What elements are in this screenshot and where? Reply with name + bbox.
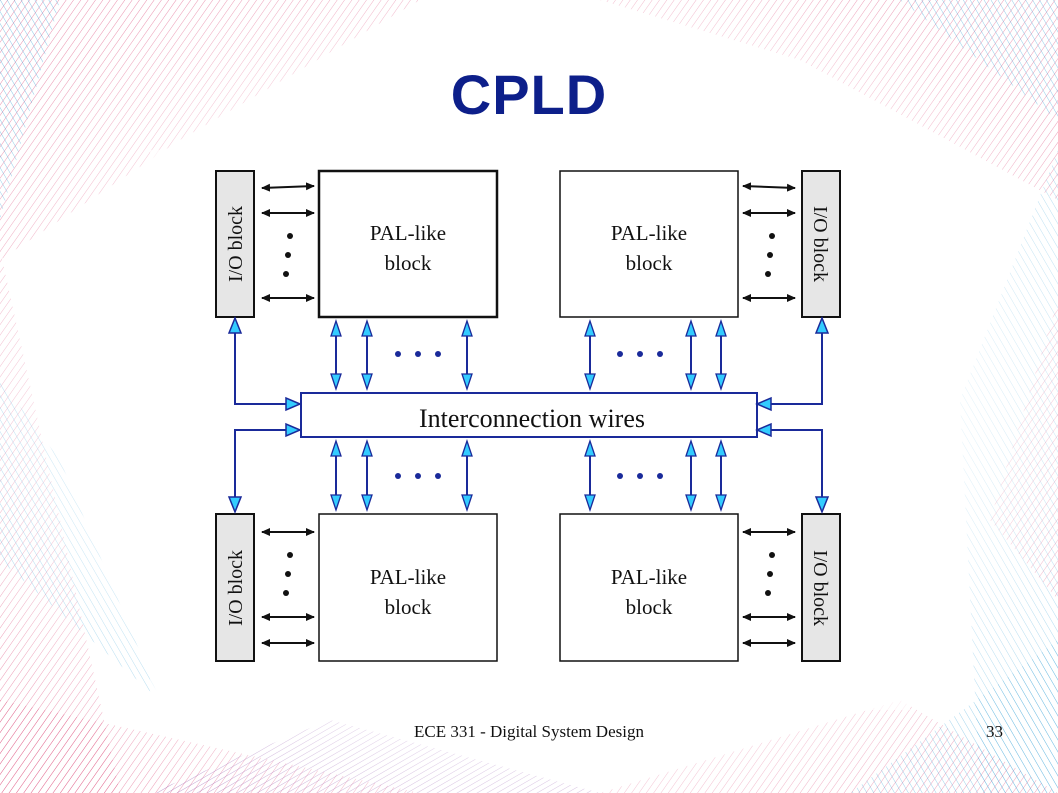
io-block-label: I/O block bbox=[809, 550, 831, 626]
arrowhead-down bbox=[361, 373, 373, 392]
ellipsis-dots-io bbox=[283, 233, 775, 596]
arrowhead-down bbox=[461, 494, 473, 513]
arrowhead-down bbox=[330, 373, 342, 392]
route-line bbox=[762, 322, 823, 405]
arrowhead-up bbox=[715, 318, 727, 337]
arrowhead-up bbox=[461, 438, 473, 457]
io-block-bottom-right: I/O block bbox=[801, 513, 841, 662]
pal-block-label-line2: block bbox=[626, 251, 673, 275]
io-block-label: I/O block bbox=[225, 206, 247, 282]
arrowhead bbox=[814, 496, 830, 515]
arrowhead-down bbox=[685, 494, 697, 513]
io-interconnect-routes bbox=[234, 322, 823, 508]
slide-title: CPLD bbox=[450, 63, 608, 126]
arrowhead-up bbox=[584, 438, 596, 457]
pal-block-top-left: PAL-like block bbox=[317, 169, 499, 319]
arrowhead-up bbox=[330, 438, 342, 457]
pal-block-top-right: PAL-like block bbox=[559, 170, 739, 318]
route-line bbox=[234, 429, 295, 508]
pal-block-bottom-left: PAL-like block bbox=[318, 513, 498, 662]
arrowhead bbox=[755, 422, 772, 438]
ellipsis-dots-vertical-links bbox=[395, 351, 663, 479]
arrowhead-down bbox=[715, 494, 727, 513]
slide-footer: ECE 331 - Digital System Design bbox=[414, 722, 644, 741]
arrowhead-up bbox=[330, 318, 342, 337]
pal-block-label-line1: PAL-like bbox=[611, 221, 687, 245]
arrowhead-down bbox=[715, 373, 727, 392]
pal-block-label-line1: PAL-like bbox=[611, 565, 687, 589]
route-line bbox=[234, 322, 295, 405]
io-block-bottom-left: I/O block bbox=[215, 513, 255, 662]
arrowhead-down bbox=[584, 373, 596, 392]
pal-interconnect-arrows bbox=[330, 318, 727, 513]
arrowhead bbox=[814, 315, 830, 334]
arrowhead bbox=[285, 422, 302, 438]
io-block-top-left: I/O block bbox=[215, 170, 255, 318]
slide-page-number: 33 bbox=[986, 722, 1003, 741]
bidirectional-arrow bbox=[261, 182, 315, 192]
arrowhead bbox=[227, 496, 243, 515]
arrowhead-up bbox=[685, 438, 697, 457]
route-line bbox=[762, 429, 823, 508]
pal-block-label-line2: block bbox=[385, 595, 432, 619]
arrowhead-up bbox=[461, 318, 473, 337]
bidirectional-arrow bbox=[742, 182, 796, 192]
interconnection-wires-label: Interconnection wires bbox=[419, 404, 645, 433]
io-interconnect-route-heads bbox=[227, 315, 830, 515]
io-block-top-right: I/O block bbox=[801, 170, 841, 318]
io-block-label: I/O block bbox=[809, 206, 831, 282]
arrowhead-down bbox=[361, 494, 373, 513]
arrowhead-up bbox=[685, 318, 697, 337]
arrowhead-up bbox=[361, 318, 373, 337]
interconnection-wires-box: Interconnection wires bbox=[300, 392, 758, 438]
arrowhead-up bbox=[715, 438, 727, 457]
arrowhead-up bbox=[584, 318, 596, 337]
io-pal-arrows bbox=[261, 182, 796, 647]
arrowhead bbox=[755, 396, 772, 412]
arrowhead-down bbox=[685, 373, 697, 392]
arrowhead-up bbox=[361, 438, 373, 457]
pal-block-label-line1: PAL-like bbox=[370, 221, 446, 245]
pal-block-label-line2: block bbox=[626, 595, 673, 619]
arrowhead-down bbox=[584, 494, 596, 513]
io-block-label: I/O block bbox=[225, 550, 247, 626]
pal-block-label-line1: PAL-like bbox=[370, 565, 446, 589]
pal-block-bottom-right: PAL-like block bbox=[559, 513, 739, 662]
pal-block-label-line2: block bbox=[385, 251, 432, 275]
arrowhead-down bbox=[461, 373, 473, 392]
arrowhead bbox=[285, 396, 302, 412]
arrowhead bbox=[227, 315, 243, 334]
arrowhead-down bbox=[330, 494, 342, 513]
